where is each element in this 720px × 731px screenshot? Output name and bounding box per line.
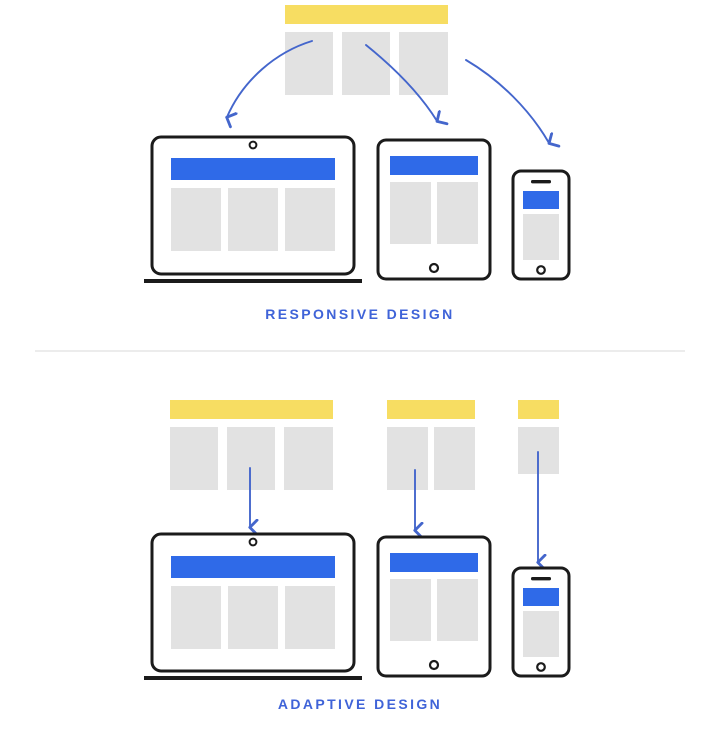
tablet-column-1: [390, 579, 431, 641]
laptop-camera-icon: [248, 537, 258, 547]
adaptive-laptop: [144, 532, 362, 680]
tablet-nav-bar: [390, 156, 478, 175]
phone-home-button[interactable]: [536, 662, 546, 672]
phone-home-button[interactable]: [536, 265, 546, 275]
laptop-column-1: [171, 188, 221, 251]
source-column-2: [342, 32, 390, 95]
source-header-bar: [285, 5, 448, 24]
arrow-to-tablet-icon: [365, 44, 437, 121]
laptop-nav-bar: [171, 158, 335, 180]
responsive-design-label: RESPONSIVE DESIGN: [265, 306, 455, 322]
laptop-nav-bar: [171, 556, 335, 578]
adaptive-tablet: [376, 535, 492, 678]
responsive-arrows: [227, 40, 549, 143]
mobile-header-bar: [518, 400, 559, 419]
responsive-section: [144, 5, 571, 283]
laptop-column-2: [228, 586, 278, 649]
desktop-column-2: [227, 427, 275, 490]
desktop-column-1: [170, 427, 218, 490]
responsive-tablet: [376, 138, 492, 281]
tablet-column-1: [390, 182, 431, 244]
laptop-stand: [144, 676, 362, 680]
adaptive-phone: [511, 566, 571, 678]
phone-speaker-icon: [531, 577, 551, 581]
tablet-header-bar: [387, 400, 475, 419]
phone-nav-bar: [523, 191, 559, 209]
arrow-to-phone-icon: [465, 59, 549, 143]
tablet-home-button[interactable]: [428, 262, 440, 274]
adaptive-tablet-layout: [387, 400, 475, 490]
tablet-layout-column-2: [434, 427, 475, 490]
phone-column-1: [523, 214, 559, 260]
laptop-column-3: [285, 586, 335, 649]
responsive-phone: [511, 169, 571, 281]
responsive-source-layout: [285, 5, 448, 95]
laptop-column-2: [228, 188, 278, 251]
source-column-3: [399, 32, 448, 95]
adaptive-desktop-layout: [170, 400, 333, 490]
arrow-to-laptop-icon: [227, 40, 313, 117]
tablet-nav-bar: [390, 553, 478, 572]
tablet-column-2: [437, 182, 478, 244]
adaptive-arrows: [250, 451, 538, 562]
desktop-column-3: [284, 427, 333, 490]
phone-nav-bar: [523, 588, 559, 606]
responsive-laptop: [144, 135, 362, 283]
phone-speaker-icon: [531, 180, 551, 184]
laptop-camera-icon: [248, 140, 258, 150]
tablet-home-button[interactable]: [428, 659, 440, 671]
adaptive-design-label: ADAPTIVE DESIGN: [277, 696, 443, 712]
adaptive-section: [144, 400, 571, 680]
desktop-header-bar: [170, 400, 333, 419]
laptop-stand: [144, 279, 362, 283]
phone-column-1: [523, 611, 559, 657]
tablet-layout-column-1: [387, 427, 428, 490]
laptop-column-1: [171, 586, 221, 649]
tablet-column-2: [437, 579, 478, 641]
laptop-column-3: [285, 188, 335, 251]
